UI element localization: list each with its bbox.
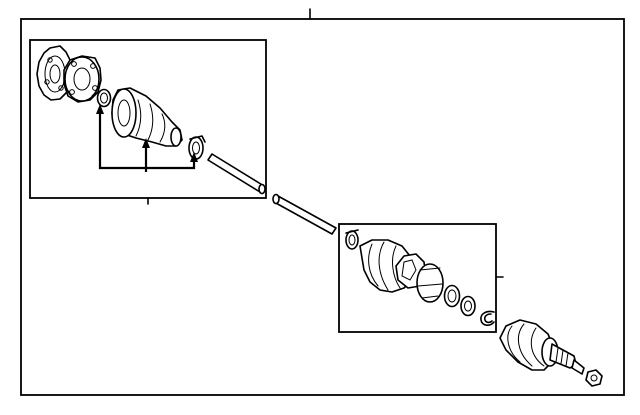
- snap-ring: [480, 310, 495, 326]
- outer-cv-joint: [499, 319, 585, 375]
- small-boot-clamp: [345, 229, 359, 250]
- outer-joint-inset-frame: [338, 223, 497, 333]
- flange-plate: [36, 45, 73, 101]
- boot-clamp-inner: [188, 135, 206, 160]
- axle-nut: [585, 369, 603, 387]
- cv-joint-housing: [63, 55, 102, 103]
- threaded-end: [571, 359, 585, 375]
- joint-ring-2-inner: [464, 300, 472, 312]
- leader-arrows: [96, 104, 198, 172]
- axle-shaft: [207, 153, 337, 235]
- o-ring: [96, 88, 112, 108]
- joint-ring-1: [443, 284, 461, 308]
- shaft-segment-upper: [207, 153, 265, 193]
- shaft-segment-lower: [273, 195, 337, 235]
- inner-boot: [111, 87, 183, 147]
- joint-ring-1-inner: [447, 289, 457, 303]
- snap-ring-inner-edge: [483, 313, 493, 324]
- o-ring-inner: [100, 92, 108, 104]
- outer-joint-inset: [338, 223, 504, 333]
- joint-ring-2: [460, 295, 476, 317]
- outer-frame: [20, 18, 625, 396]
- joint-cage: [416, 263, 444, 303]
- inner-joint-inset: [29, 39, 267, 205]
